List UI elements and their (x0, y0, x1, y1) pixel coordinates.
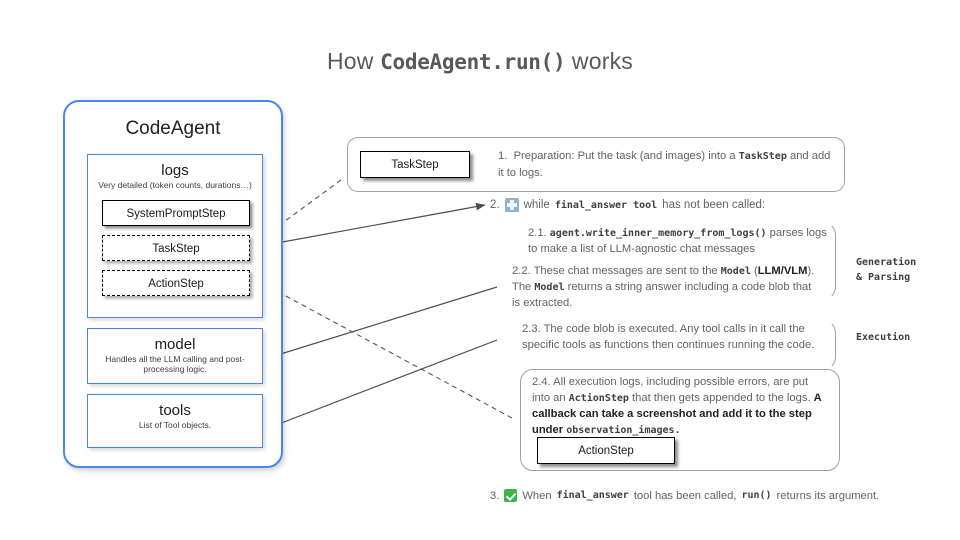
step21-text-a: parses logs to make a list of LLM-agnost… (528, 227, 827, 255)
step1-code-a: TaskStep (738, 151, 787, 162)
page-title: How CodeAgent.run() works (0, 48, 960, 75)
chip-systempromptstep[interactable]: SystemPromptStep (102, 200, 250, 226)
label-generation-parsing: Generation & Parsing (856, 255, 916, 285)
step2-text-a: while (523, 199, 550, 211)
tools-box: tools List of Tool objects. (87, 394, 263, 448)
step24-code-a: ActionStep (568, 392, 629, 404)
page-title-code: CodeAgent.run() (380, 50, 566, 74)
model-heading: model (154, 336, 196, 353)
group-execution (504, 320, 836, 370)
step1-text: 1. Preparation: Put the task (and images… (498, 148, 833, 181)
label-generation-line1: Generation (856, 257, 917, 268)
step21-code-a: agent.write_inner_memory_from_logs() (549, 228, 767, 239)
tools-heading: tools (159, 402, 191, 419)
step3-line: 3. When final_answer tool has been calle… (490, 489, 879, 502)
logs-subtitle: Very detailed (token counts, durations…) (98, 180, 252, 190)
codeagent-title: CodeAgent (125, 118, 221, 139)
step2-text-b: has not been called: (662, 199, 766, 211)
step3-text-b: tool has been called, (633, 489, 737, 502)
step3-text-a: When (522, 489, 552, 502)
step3-code-a: final_answer (556, 490, 629, 501)
page-title-prefix: How (326, 48, 381, 74)
group-generation-parsing (504, 222, 836, 300)
arrow-step24-to-actionstep (257, 280, 513, 419)
step24-number: 2.4. (532, 376, 551, 388)
step23-number: 2.3. (522, 323, 541, 335)
step24-code-b: observation_images. (566, 424, 681, 436)
step21-text: 2.1. agent.write_inner_memory_from_logs(… (528, 226, 828, 258)
step3-text-c: returns its argument. (776, 489, 880, 502)
step22-text-a: These chat messages are sent to the (533, 265, 721, 277)
chip-taskstep-step1[interactable]: TaskStep (360, 151, 470, 178)
chip-actionstep[interactable]: ActionStep (102, 270, 250, 296)
step24-text-b: that then gets appended to the logs. (628, 391, 814, 404)
step2-code-a: final_answer tool (554, 199, 658, 211)
arrow-logs-to-step2 (254, 202, 486, 248)
step21-number: 2.1. (528, 227, 547, 239)
step2-number: 2. (490, 199, 500, 211)
step1-number: 1. (498, 150, 508, 162)
step2-header: 2. while final_answer tool has not been … (490, 198, 765, 212)
step22-number: 2.2. (512, 265, 531, 277)
model-subtitle: Handles all the LLM calling and post-pro… (105, 354, 245, 375)
page-title-suffix: works (565, 48, 633, 74)
step22-bold-fragment: LLM/VLM (757, 265, 808, 277)
step3-code-b: run() (741, 490, 772, 501)
step23-text-a: The code blob is executed. Any tool call… (522, 323, 815, 351)
step3-number: 3. (490, 489, 500, 502)
model-box: model Handles all the LLM calling and po… (87, 328, 263, 384)
step24-text-a: All execution logs, including possible e… (532, 376, 809, 404)
step22-code-a: Model (720, 266, 751, 277)
step22-code-b: Model (534, 281, 565, 293)
step23-text: 2.3. The code blob is executed. Any tool… (522, 322, 832, 354)
step24-text: 2.4. All execution logs, including possi… (532, 375, 828, 439)
codeagent-panel: CodeAgent logs Very detailed (token coun… (63, 100, 283, 468)
step1-text-b: and add it to logs. (498, 150, 831, 179)
step22-text: 2.2. These chat messages are sent to the… (512, 264, 822, 312)
check-icon (504, 489, 518, 502)
logs-box: logs Very detailed (token counts, durati… (87, 154, 263, 318)
step22-text-b-pre: ( (750, 265, 758, 277)
step24-bold-a: A callback can take a screenshot and add… (532, 391, 822, 436)
logs-heading: logs (161, 162, 189, 179)
loop-icon (504, 198, 519, 212)
arrow-step22-to-model (257, 286, 498, 363)
label-execution: Execution (856, 332, 911, 343)
tools-subtitle: List of Tool objects. (138, 420, 212, 430)
step22-text-c: returns a string answer including a code… (512, 280, 812, 309)
chip-actionstep-step24[interactable]: ActionStep (537, 437, 675, 464)
arrow-step23-to-tools (257, 339, 498, 433)
step22-text-b-post: ). The (512, 265, 815, 293)
chip-taskstep[interactable]: TaskStep (102, 235, 250, 261)
label-generation-line2: & Parsing (856, 272, 911, 283)
step1-box: TaskStep 1. Preparation: Put the task (a… (347, 137, 845, 192)
step1-text-a: Preparation: Put the task (and images) i… (513, 150, 739, 162)
